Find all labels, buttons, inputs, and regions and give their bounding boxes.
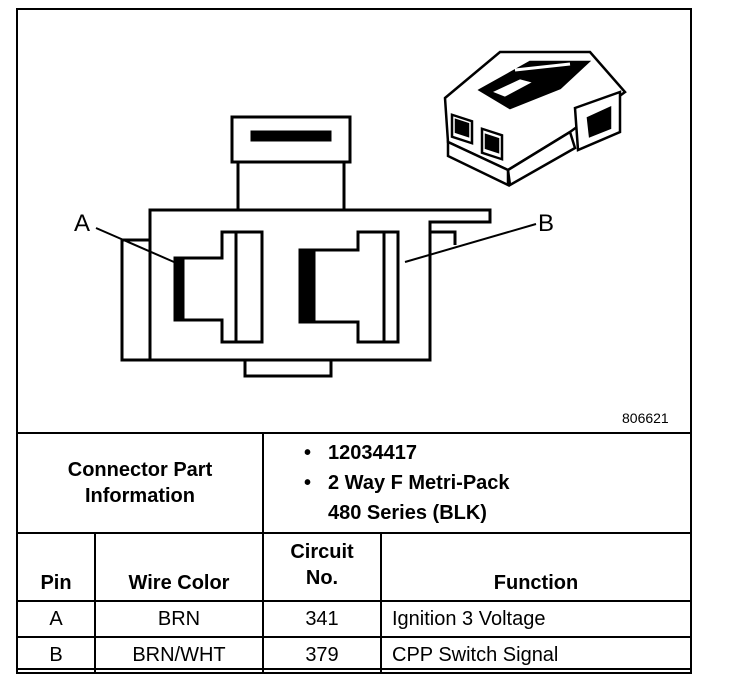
connector-isometric-view	[443, 50, 627, 188]
pin-cell: B	[16, 636, 96, 674]
header-circuit-line2: No.	[305, 567, 339, 589]
wire-color-cell: BRN	[94, 600, 264, 638]
connector-info-item: •2 Way F Metri-Pack	[304, 468, 690, 498]
connector-latch	[230, 115, 352, 212]
pin-cell: A	[16, 600, 96, 638]
connector-info-label-line1: Connector Part	[67, 459, 213, 481]
connector-diagram: A B 806621	[74, 50, 669, 426]
pin-label-a: A	[74, 210, 90, 237]
table-row: B BRN/WHT 379 CPP Switch Signal	[16, 636, 692, 674]
function-cell: Ignition 3 Voltage	[380, 600, 692, 638]
connector-body	[120, 208, 492, 378]
connector-spec-table: Connector Part Information •12034417 •2 …	[16, 432, 692, 674]
connector-info-row: Connector Part Information •12034417 •2 …	[16, 432, 692, 534]
table-row: A BRN 341 Ignition 3 Voltage	[16, 600, 692, 638]
connector-info-item: •12034417	[304, 438, 690, 468]
function-cell: CPP Switch Signal	[380, 636, 692, 674]
leader-line-b	[404, 223, 537, 263]
terminal-cavity-b	[298, 230, 400, 344]
header-function: Function	[380, 532, 692, 602]
header-wire-color: Wire Color	[94, 532, 264, 602]
connector-info-label-line2: Information	[85, 485, 195, 507]
terminal-cavity-a	[173, 230, 264, 344]
header-circuit-line1: Circuit	[290, 541, 354, 563]
bullet-icon: •	[304, 472, 312, 494]
figure-number: 806621	[622, 410, 669, 426]
connector-info-item: 480 Series (BLK)	[328, 502, 487, 524]
circuit-cell: 379	[262, 636, 382, 674]
connector-info-label: Connector Part Information	[16, 432, 264, 534]
pin-label-b: B	[538, 210, 554, 237]
connector-info-items: •12034417 •2 Way F Metri-Pack 480 Series…	[262, 432, 692, 534]
leader-line-a	[95, 227, 175, 263]
wire-color-cell: BRN/WHT	[94, 636, 264, 674]
bullet-icon: •	[304, 442, 312, 464]
header-circuit: Circuit No.	[262, 532, 382, 602]
circuit-cell: 341	[262, 600, 382, 638]
table-header-row: Pin Wire Color Circuit No. Function	[16, 532, 692, 602]
header-pin: Pin	[16, 532, 96, 602]
